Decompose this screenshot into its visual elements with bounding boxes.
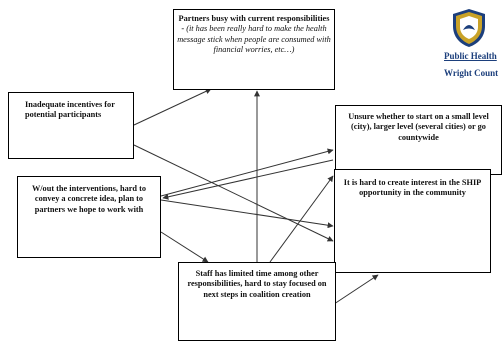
arrow-staff-to-unsure <box>269 175 334 263</box>
arrow-incentives-to-interest <box>133 144 334 242</box>
arrow-intervention-to-unsure <box>160 148 334 197</box>
node-partners-busy-italic: (it has been really hard to make the hea… <box>177 24 331 55</box>
logo-line-2: Wright Count <box>444 68 499 78</box>
logo-line-1: Public Health <box>444 51 497 61</box>
node-partners-busy-bold: Partners busy with current responsibilit… <box>178 14 330 34</box>
public-health-logo: Public Health Wright Count <box>440 6 502 86</box>
arrow-unsure-to-intervention <box>162 159 334 200</box>
arrow-incentives-to-partners <box>133 88 212 126</box>
node-partners-busy: Partners busy with current responsibilit… <box>173 9 335 90</box>
shield-logo-icon <box>453 9 485 47</box>
node-unsure-scale: Unsure whether to start on a small level… <box>335 105 502 175</box>
node-without-interventions: W/out the interventions, hard to convey … <box>17 176 161 258</box>
node-hard-to-create-interest: It is hard to create interest in the SHI… <box>334 169 491 273</box>
node-staff-limited-time: Staff has limited time among other respo… <box>178 262 336 341</box>
node-inadequate-incentives: Inadequate incentives for potential part… <box>8 92 134 159</box>
arrow-intervention-to-staff <box>160 231 209 263</box>
arrow-intervention-to-interest <box>160 199 334 229</box>
